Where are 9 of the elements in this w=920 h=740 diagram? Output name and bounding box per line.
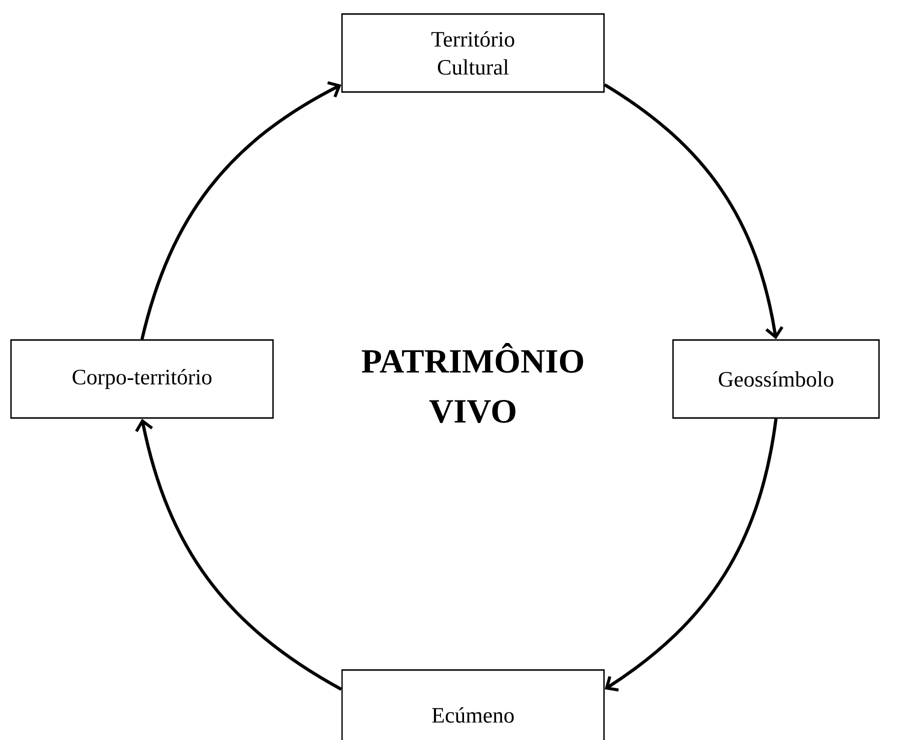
curved-arrow <box>140 81 342 340</box>
concept-box: Corpo-território <box>10 339 274 419</box>
concept-box: Ecúmeno <box>341 669 605 740</box>
curved-arrow <box>135 418 342 691</box>
curved-arrow <box>604 83 784 340</box>
center-title: PATRIMÔNIO VIVO <box>362 342 584 424</box>
curved-arrow <box>604 418 778 692</box>
concept-box: Geossímbolo <box>672 339 880 419</box>
concept-box: Território Cultural <box>341 13 605 93</box>
